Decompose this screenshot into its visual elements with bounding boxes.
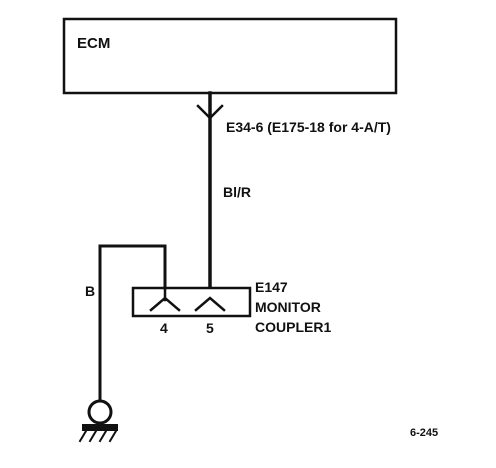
ground-icon — [78, 399, 118, 443]
ecm-label: ECM — [77, 35, 110, 52]
coupler-pin-4: 4 — [149, 286, 181, 336]
signal-wire-color-label: Bl/R — [223, 184, 251, 200]
pin-4-label: 4 — [160, 320, 168, 336]
ground-plate — [82, 424, 118, 431]
figure-number: 6-245 — [410, 427, 438, 439]
ground-wire-color-label: B — [85, 283, 95, 299]
monitor-coupler: 4 5 E147 MONITOR COUPLER1 — [131, 279, 331, 336]
ecm-unit: ECM — [62, 17, 398, 95]
coupler-box — [131, 286, 252, 318]
coupler-id-label: E147 — [255, 279, 288, 295]
ecm-terminal-label: E34-6 (E175-18 for 4-A/T) — [226, 119, 391, 135]
pin-5-connector-symbol — [194, 296, 226, 312]
ecm-terminal-connector: E34-6 (E175-18 for 4-A/T) — [196, 104, 391, 135]
coupler-name-line2: COUPLER1 — [255, 319, 331, 335]
ground-wire — [98, 244, 167, 402]
pin-5-label: 5 — [206, 320, 214, 336]
coupler-pin-5: 5 — [194, 296, 226, 336]
ground-terminal-ring — [87, 399, 113, 425]
ecm-box — [62, 17, 398, 95]
coupler-name-line1: MONITOR — [255, 299, 321, 315]
pin-4-connector-symbol — [149, 296, 181, 312]
